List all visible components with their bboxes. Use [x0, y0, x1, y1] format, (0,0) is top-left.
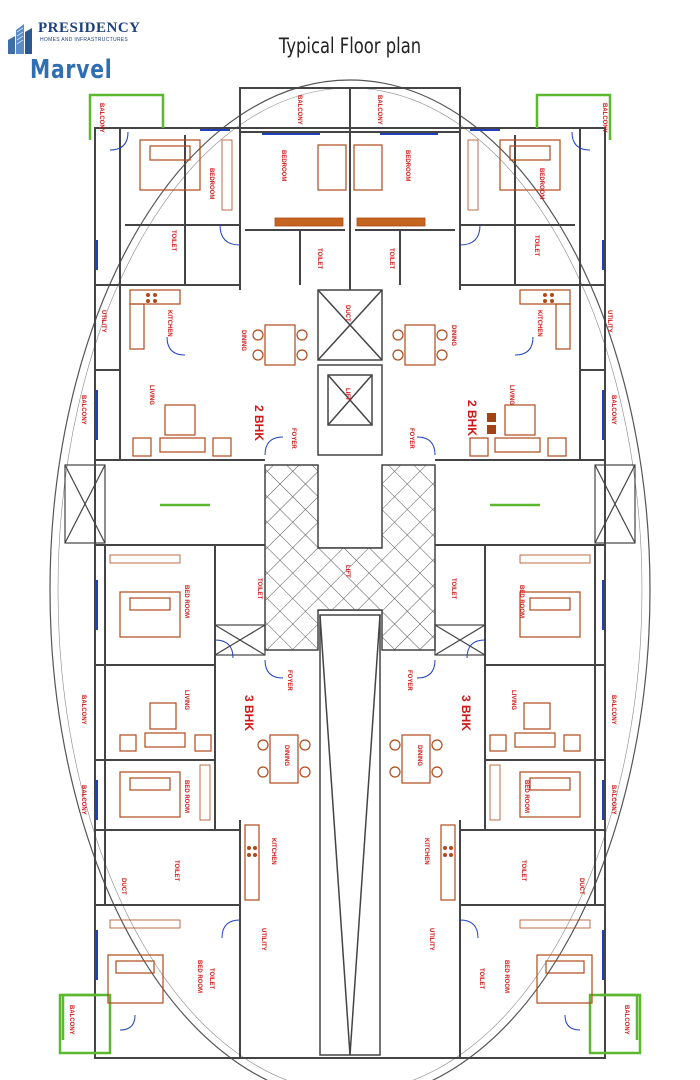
presidency-logo: PRESIDENCY HOMES AND INFRASTRUCTURES Mar…: [6, 14, 140, 85]
toilet-label-top-left: TOILET: [170, 230, 176, 252]
square-markers: [487, 413, 496, 434]
kitchen-label-lower-right: KITCHEN: [423, 838, 429, 865]
utility-label-lower-right: UTILITY: [428, 928, 434, 951]
foyer-label-mid-right: FOYER: [406, 670, 412, 691]
living-label-top-left: LIVING: [148, 385, 154, 405]
beds: [107, 139, 593, 1004]
toilet-label-top-right: TOILET: [533, 235, 539, 257]
bed-room-label-mid-left: BED ROOM: [183, 585, 189, 618]
dining-label-top-left: DINING: [240, 330, 246, 351]
dining-label-mid-left: DINING: [283, 745, 289, 766]
balcony-label-mid-left: BALCONY: [80, 695, 86, 725]
balcony-label-top-center-left: BALCONY: [296, 95, 302, 125]
brand-tagline: HOMES AND INFRASTRUCTURES: [40, 37, 129, 43]
unit-type-3bhk-left: 3 BHK: [242, 695, 256, 731]
page-title: Typical Floor plan: [278, 34, 422, 58]
building-logo-icon: [8, 24, 32, 54]
bedroom-label-top-center-right: BEDROOM: [404, 150, 410, 181]
facade-outline: [49, 79, 651, 1080]
lift-label-upper: LIFT: [344, 388, 350, 401]
kitchen-label-top-left: KITCHEN: [166, 310, 172, 337]
toilet-label-bottom-right: TOILET: [478, 968, 484, 990]
toilet-label-mid-left: TOILET: [256, 578, 262, 600]
core: [317, 289, 383, 1056]
bed-room-label-bottom-left: BED ROOM: [196, 960, 202, 993]
unit-type-2bhk-right: 2 BHK: [465, 400, 479, 436]
wardrobes: [109, 139, 591, 929]
kitchen-counters: [129, 289, 571, 901]
bed-room-label-lower-right: BED ROOM: [523, 780, 529, 813]
living-label-mid-left: LIVING: [183, 690, 189, 710]
balcony-label-mid-right-upper: BALCONY: [610, 395, 616, 425]
bedroom-label-top-right: BEDROOM: [538, 168, 544, 199]
bedroom-label-top-left: BEDROOM: [208, 168, 214, 199]
utility-label-top-left: UTILITY: [100, 310, 106, 333]
unit-type-3bhk-right: 3 BHK: [459, 695, 473, 731]
living-label-mid-right: LIVING: [510, 690, 516, 710]
bed-room-label-lower-left: BED ROOM: [183, 780, 189, 813]
project-name: Marvel: [30, 55, 113, 85]
balcony-label-top-center-right: BALCONY: [376, 95, 382, 125]
doors: [109, 131, 591, 1031]
bed-room-label-bottom-right: BED ROOM: [503, 960, 509, 993]
toilet-label-lower-right: TOILET: [520, 860, 526, 882]
balcony-label-bottom-right: BALCONY: [623, 1005, 629, 1035]
toilet-label-lower-left: TOILET: [173, 860, 179, 882]
duct-label-lower-right: DUCT: [578, 878, 584, 895]
living-label-top-right: LIVING: [508, 385, 514, 405]
duct-label-upper: DUCT: [344, 305, 350, 322]
foyer-label-top-right: FOYER: [408, 428, 414, 449]
foyer-label-top-left: FOYER: [290, 428, 296, 449]
bedroom-label-top-center-left: BEDROOM: [280, 150, 286, 181]
dining-tables: [252, 324, 448, 784]
balcony-label-bottom-left: BALCONY: [68, 1005, 74, 1035]
windows: [96, 129, 604, 980]
balcony-label-top-right: BALCONY: [601, 103, 607, 133]
toilet-label-bottom-left: TOILET: [208, 968, 214, 990]
shafts: [64, 464, 636, 656]
lift-label-lower: LIFT: [344, 565, 350, 578]
dining-label-top-right: DINING: [450, 325, 456, 346]
utility-label-top-right: UTILITY: [606, 310, 612, 333]
brand-name: PRESIDENCY: [38, 20, 141, 36]
balcony-label-top-left: BALCONY: [98, 103, 104, 133]
foyer-label-mid-left: FOYER: [286, 670, 292, 691]
living-sets: [119, 404, 581, 752]
toilet-label-top-center-right: TOILET: [388, 248, 394, 270]
balcony-label-mid-right: BALCONY: [610, 695, 616, 725]
unit-type-2bhk-left: 2 BHK: [252, 405, 266, 441]
toilet-label-top-center-left: TOILET: [316, 248, 322, 270]
balcony-label-lower-left: BALCONY: [80, 785, 86, 815]
balcony-label-mid-left-upper: BALCONY: [80, 395, 86, 425]
corner-balconies: [58, 93, 642, 1055]
toilet-label-mid-right: TOILET: [450, 578, 456, 600]
balcony-label-lower-right: BALCONY: [610, 785, 616, 815]
utility-label-lower-left: UTILITY: [260, 928, 266, 951]
kitchen-label-top-right: KITCHEN: [536, 310, 542, 337]
room-labels: BALCONY BALCONY BALCONY BALCONY BEDROOM …: [68, 95, 629, 1035]
duct-label-lower-left: DUCT: [120, 878, 126, 895]
bed-room-label-mid-right: BED ROOM: [518, 585, 524, 618]
kitchen-label-lower-left: KITCHEN: [270, 838, 276, 865]
dining-label-mid-right: DINING: [416, 745, 422, 766]
stove-burners: [146, 293, 554, 857]
lobby-lattice: [264, 464, 436, 651]
building-walls: [94, 87, 606, 1059]
